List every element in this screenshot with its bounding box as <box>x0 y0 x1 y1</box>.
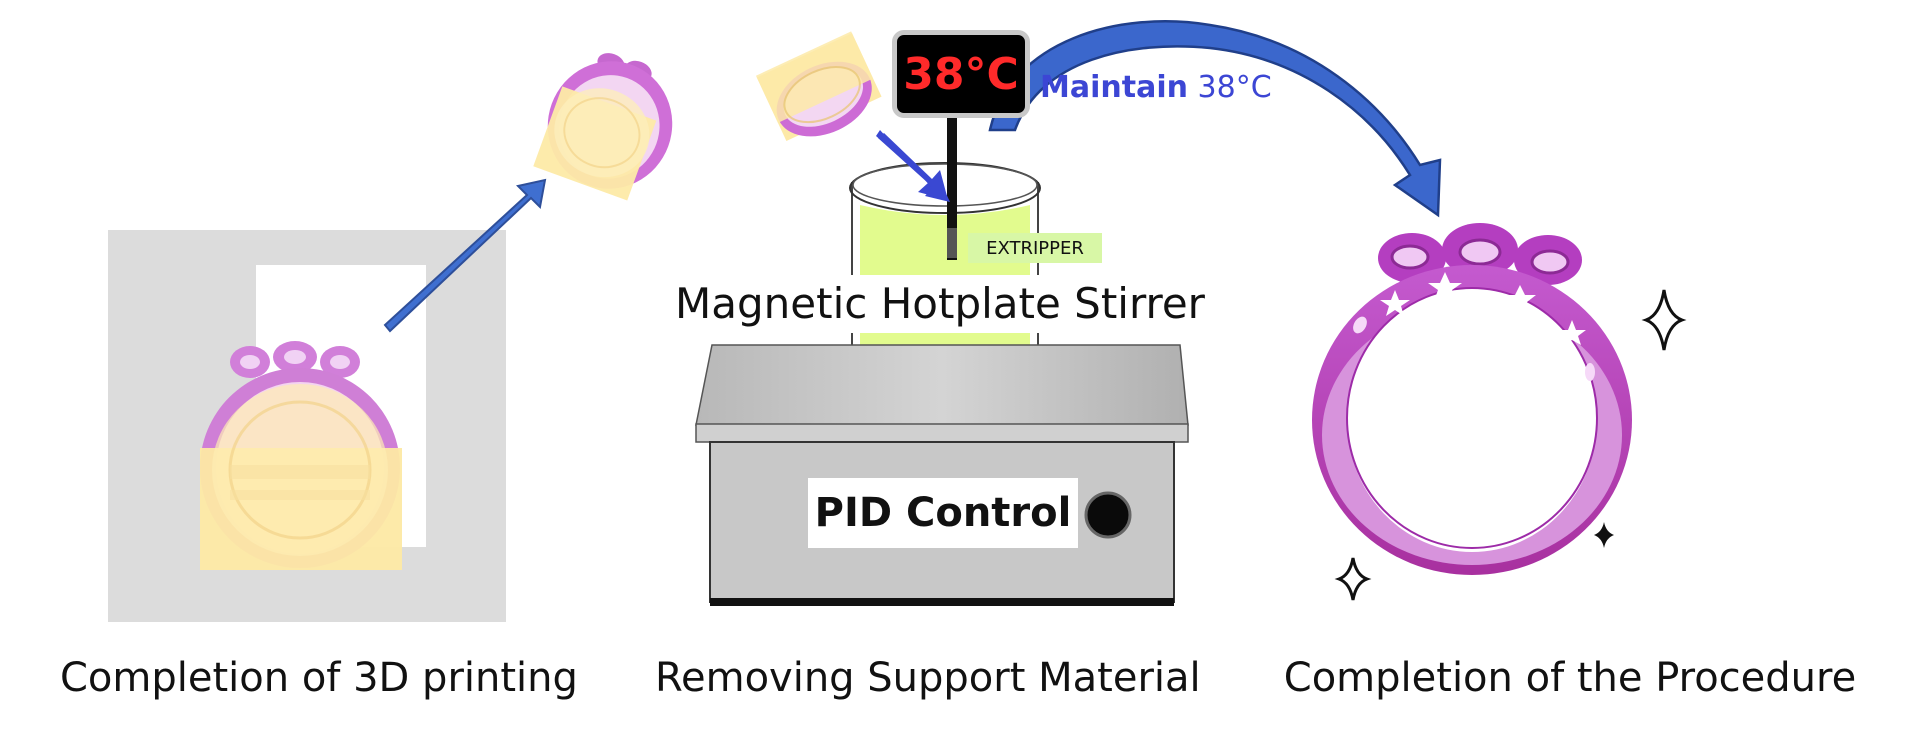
ring-into-bath-icon <box>755 31 882 141</box>
arrow-down-right-icon <box>876 130 950 202</box>
curved-arrow-icon <box>988 20 1442 218</box>
sparkle-icon <box>1594 522 1614 548</box>
maintain-label: Maintain <box>1040 70 1188 105</box>
final-ring-illustration <box>1312 223 1687 601</box>
solution-label: EXTRIPPER <box>968 233 1102 263</box>
arrow-up-right-icon <box>383 178 547 333</box>
sparkle-icon <box>1334 557 1372 601</box>
temperature-display: 38°C <box>892 30 1030 118</box>
print-bed-illustration <box>108 230 506 622</box>
maintain-temperature-note: Maintain 38°C <box>1040 70 1272 105</box>
printed-ring-with-support <box>200 341 402 570</box>
step-1-caption: Completion of 3D printing <box>60 655 578 701</box>
sparkle-icon <box>1641 289 1687 351</box>
step-3-caption: Completion of the Procedure <box>1283 655 1857 701</box>
maintain-value: 38°C <box>1197 70 1272 105</box>
device-label: Magnetic Hotplate Stirrer <box>660 275 1220 333</box>
lifted-ring-icon <box>533 53 673 201</box>
pid-control-label: PID Control <box>808 478 1078 548</box>
step-2-caption: Removing Support Material <box>655 655 1201 701</box>
